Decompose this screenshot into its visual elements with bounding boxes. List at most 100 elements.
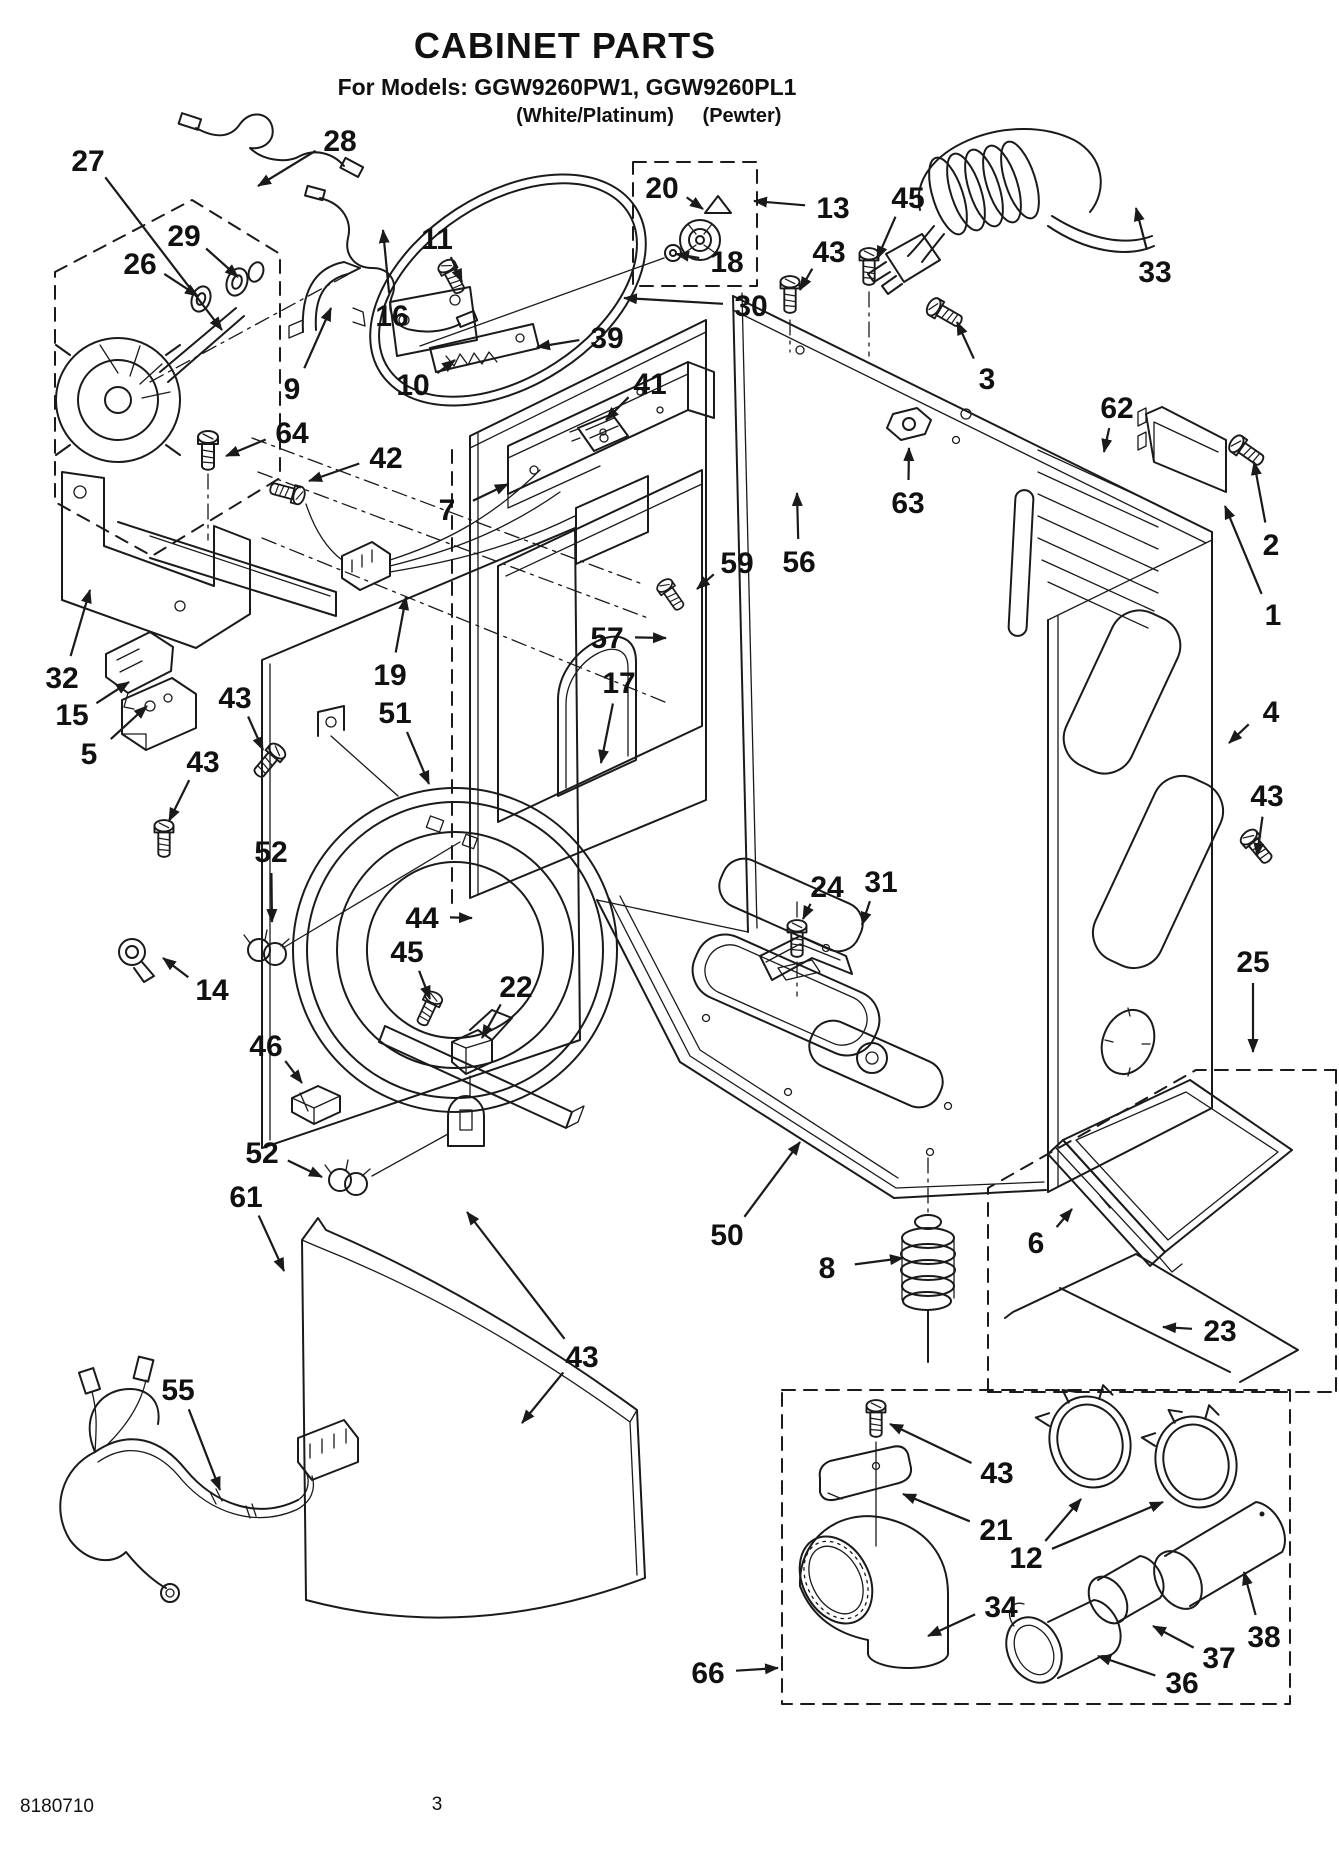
- part-label-2: 2: [1263, 529, 1280, 562]
- part-label-32: 32: [45, 662, 78, 695]
- leader-arrow-45: [875, 216, 897, 260]
- leader-arrow-43: [168, 779, 191, 822]
- part-label-12: 12: [1009, 1542, 1042, 1575]
- leader-arrow-34: [927, 1613, 976, 1637]
- part-label-56: 56: [782, 546, 815, 579]
- leader-arrow-2: [1250, 461, 1267, 523]
- part-label-36: 36: [1165, 1667, 1198, 1700]
- harness-connector-19-art: [305, 469, 576, 591]
- part-label-7: 7: [439, 494, 456, 527]
- part-label-31: 31: [864, 866, 897, 899]
- part-label-43: 43: [812, 236, 845, 269]
- leader-arrow-7: [472, 483, 509, 502]
- leader-arrow-23: [1162, 1322, 1193, 1334]
- part-label-30: 30: [734, 290, 767, 323]
- part-label-9: 9: [284, 373, 301, 406]
- leader-arrow-43: [1253, 816, 1265, 857]
- bulkhead-7-art: [469, 319, 715, 899]
- screw-64-art: [197, 430, 219, 541]
- part-label-43: 43: [565, 1341, 598, 1374]
- part-label-29: 29: [167, 220, 200, 253]
- leader-arrow-26: [163, 272, 199, 297]
- leader-arrow-17: [598, 703, 614, 764]
- motor-assembly-art: [55, 261, 366, 463]
- part-label-20: 20: [645, 172, 678, 205]
- leader-arrow-9: [303, 307, 333, 369]
- leader-arrow-16: [378, 229, 391, 294]
- loose-hardware-art: [779, 247, 1278, 868]
- leader-arrow-45: [418, 970, 432, 1000]
- part-label-51: 51: [378, 697, 411, 730]
- leader-arrow-57: [634, 632, 667, 644]
- belt-art: [369, 173, 647, 407]
- leader-arrow-31: [860, 900, 872, 926]
- leader-arrow-43: [521, 1371, 565, 1424]
- part-label-25: 25: [1236, 946, 1269, 979]
- leader-arrow-5: [110, 705, 148, 740]
- part-label-28: 28: [323, 125, 356, 158]
- part-label-46: 46: [249, 1030, 282, 1063]
- part-label-43: 43: [186, 746, 219, 779]
- part-label-4: 4: [1263, 696, 1280, 729]
- leader-arrow-1: [1223, 505, 1263, 595]
- leader-arrow-30: [623, 293, 724, 305]
- leader-arrow-29: [205, 247, 239, 278]
- part-label-8: 8: [819, 1252, 836, 1285]
- part-label-50: 50: [710, 1219, 743, 1252]
- part-label-18: 18: [710, 246, 743, 279]
- part-label-23: 23: [1203, 1315, 1236, 1348]
- lint-screen-art: [1004, 1079, 1299, 1383]
- base-50-art: [596, 857, 1047, 1199]
- power-cord-art: [867, 128, 1155, 295]
- leader-arrow-24: [802, 903, 814, 920]
- leader-arrow-19: [394, 596, 410, 653]
- part-label-61: 61: [229, 1181, 262, 1214]
- leader-arrow-44: [449, 912, 473, 924]
- leader-arrow-8: [854, 1254, 904, 1266]
- wire-28-art: [177, 112, 365, 178]
- part-label-10: 10: [396, 369, 429, 402]
- vent-kit-art: [798, 1384, 1286, 1684]
- screw-43-left2-art: [153, 819, 175, 858]
- toe-panel-art: [301, 1217, 646, 1619]
- part-label-52: 52: [254, 836, 287, 869]
- color-variant-left: (White/Platinum): [516, 105, 674, 127]
- part-label-42: 42: [369, 442, 402, 475]
- color-variant-right: (Pewter): [703, 105, 782, 127]
- part-label-21: 21: [979, 1514, 1012, 1547]
- part-label-55: 55: [161, 1374, 194, 1407]
- leader-arrow-37: [1152, 1625, 1195, 1649]
- leader-arrow-12: [1051, 1500, 1164, 1550]
- leader-arrow-6: [1055, 1208, 1073, 1228]
- leader-arrow-38: [1242, 1571, 1257, 1616]
- leader-arrow-20: [686, 196, 704, 210]
- page-title: CABINET PARTS: [414, 25, 716, 66]
- leader-arrow-33: [1133, 207, 1148, 251]
- part-label-24: 24: [810, 871, 844, 904]
- leader-arrow-22: [481, 1003, 502, 1039]
- part-label-14: 14: [195, 974, 229, 1007]
- part-label-41: 41: [633, 368, 666, 401]
- part-label-16: 16: [375, 300, 408, 333]
- leader-arrow-43: [247, 716, 265, 751]
- leader-arrow-21: [902, 1492, 971, 1523]
- part-label-45: 45: [390, 936, 423, 969]
- leader-arrow-55: [187, 1408, 222, 1491]
- leader-arrow-41: [605, 396, 630, 421]
- leveling-leg-8-art: [900, 1157, 956, 1363]
- part-label-44: 44: [405, 902, 439, 935]
- leader-arrow-66: [735, 1663, 779, 1675]
- part-label-59: 59: [720, 547, 753, 580]
- part-label-43: 43: [980, 1457, 1013, 1490]
- dashed-group-boxes: [54, 161, 1337, 1705]
- part-label-6: 6: [1028, 1227, 1045, 1260]
- leader-arrow-11: [449, 256, 464, 283]
- part-label-33: 33: [1138, 256, 1171, 289]
- leader-arrow-56: [791, 492, 803, 540]
- leader-arrow-39: [536, 339, 580, 351]
- part-label-52: 52: [245, 1137, 278, 1170]
- part-label-66: 66: [691, 1657, 724, 1690]
- part-label-57: 57: [590, 622, 623, 655]
